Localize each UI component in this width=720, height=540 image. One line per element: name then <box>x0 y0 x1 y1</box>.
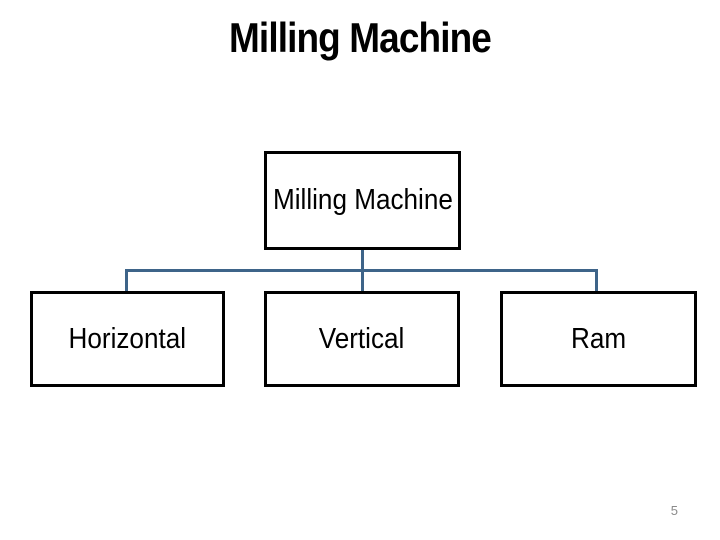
connector-drop-left <box>125 269 128 292</box>
root-node-label: Milling Machine <box>272 184 453 216</box>
connector-drop-right <box>595 269 598 292</box>
child-node-horizontal: Horizontal <box>30 291 225 387</box>
connector-root-stem <box>361 250 364 272</box>
child-node-label-vertical: Vertical <box>319 322 405 355</box>
child-node-label-ram: Ram <box>570 322 627 355</box>
child-node-vertical: Vertical <box>264 291 460 387</box>
connector-drop-middle <box>361 269 364 292</box>
slide-title: Milling Machine <box>229 14 492 61</box>
page-number: 5 <box>670 503 678 518</box>
child-node-ram: Ram <box>500 291 697 387</box>
child-node-label-horizontal: Horizontal <box>68 322 187 355</box>
root-node-milling-machine: Milling Machine <box>264 151 461 250</box>
